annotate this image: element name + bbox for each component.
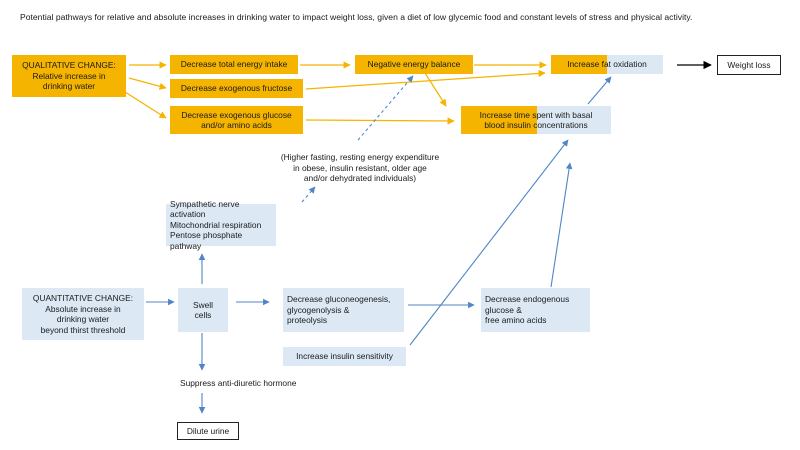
arrow-note-to-negative-dashed — [357, 75, 414, 141]
qualitative-change-box: QUALITATIVE CHANGE: Relative increase in… — [12, 55, 126, 97]
arrow-qual-to-fructose — [128, 77, 167, 90]
sympathetic-activation-box: Sympathetic nerve activation Mitochondri… — [166, 199, 276, 251]
arrow-sympathetic-to-note-dashed — [301, 186, 316, 203]
increase-insulin-sensitivity-box: Increase insulin sensitivity — [283, 347, 406, 366]
arrow-endogenous-to-basal — [550, 162, 573, 288]
arrow-fructose-to-fat — [305, 69, 546, 90]
decrease-gluconeogenesis-box: Decrease gluconeogenesis, glycogenolysis… — [283, 288, 404, 332]
increase-fat-oxidation-box: Increase fat oxidation — [551, 55, 663, 74]
decrease-fructose-box: Decrease exogenous fructose — [170, 79, 303, 98]
swell-cells-box: Swell cells — [178, 288, 228, 332]
arrow-qual-to-glucose — [124, 91, 167, 119]
decrease-energy-intake-box: Decrease total energy intake — [170, 55, 298, 74]
arrow-basal-to-fat — [587, 76, 612, 105]
negative-energy-balance-box: Negative energy balance — [355, 55, 473, 74]
resting-energy-note: (Higher fasting, resting energy expendit… — [280, 152, 440, 184]
weight-loss-box: Weight loss — [717, 55, 781, 75]
quantitative-change-box: QUANTITATIVE CHANGE: Absolute increase i… — [22, 288, 144, 340]
arrow-insulin-to-basal — [409, 139, 569, 346]
diagram-caption: Potential pathways for relative and abso… — [20, 12, 693, 22]
basal-insulin-box: Increase time spent with basal blood ins… — [461, 106, 611, 134]
decrease-glucose-amino-box: Decrease exogenous glucose and/or amino … — [170, 106, 303, 134]
suppress-adh-label: Suppress anti-diuretic hormone — [180, 378, 297, 389]
arrow-negative-to-basal — [424, 72, 447, 107]
arrow-glucose-to-basal — [305, 117, 455, 125]
decrease-endogenous-box: Decrease endogenous glucose & free amino… — [481, 288, 590, 332]
dilute-urine-box: Dilute urine — [177, 422, 239, 440]
